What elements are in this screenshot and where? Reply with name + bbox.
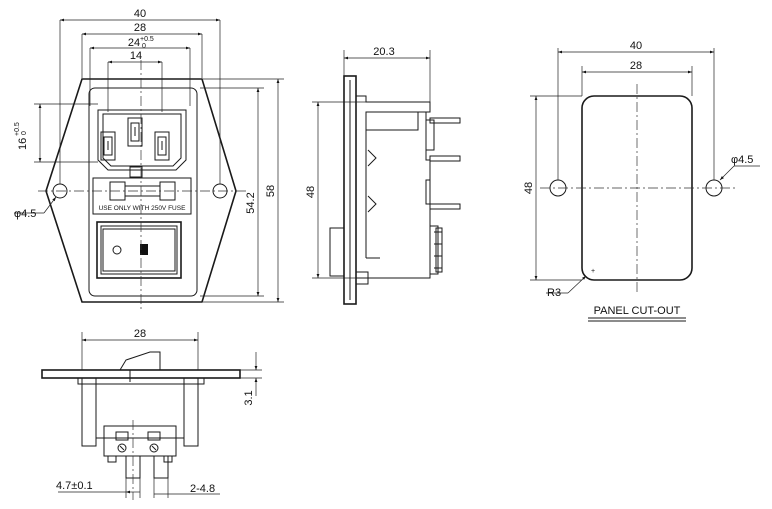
side-body <box>356 95 431 279</box>
terminal-tab-2 <box>153 455 169 479</box>
dim-overall-width: 40 <box>134 8 146 20</box>
dim-hole-dia: φ4.5 <box>14 208 36 220</box>
terminal-screw-left <box>117 443 127 453</box>
bottom-flange <box>41 369 241 379</box>
dim-depth: 20.3 <box>373 46 394 58</box>
dim-cutout-height: 48 <box>523 182 535 194</box>
cutout-center-mark: + <box>591 268 595 275</box>
dim-side-height: 48 <box>305 186 317 198</box>
bottom-body <box>81 378 199 447</box>
inlet-pin-left <box>100 131 116 161</box>
inlet-pin-center <box>127 117 143 147</box>
rocker-switch <box>96 221 182 279</box>
side-view: 20.3 48 <box>305 46 461 305</box>
dim-inlet-height-tol-lower: 0 <box>21 131 28 135</box>
panel-cutout-view: + 40 28 48 φ4.5 R3 PANEL CUT-OUT <box>523 40 760 322</box>
dim-bottom-width: 28 <box>134 328 146 340</box>
iec-inlet-outline <box>97 109 187 171</box>
dim-corner-radius: R3 <box>547 287 561 299</box>
dim-flange-thickness: 3.1 <box>243 390 255 405</box>
terminal-screw-right <box>149 443 159 453</box>
dim-cutout-hole-dia: φ4.5 <box>731 154 753 166</box>
dim-inlet-width: 24 <box>128 37 140 49</box>
fuse-label: USE ONLY WITH 250V FUSE <box>99 205 186 212</box>
inlet-pin-right <box>154 131 170 161</box>
dim-pin-spacing: 14 <box>130 50 142 62</box>
dim-overall-height: 58 <box>265 185 277 197</box>
dim-inlet-tol-upper: +0.5 <box>140 36 154 43</box>
dim-inlet-height: 16 <box>17 138 29 150</box>
fuse-holder <box>92 177 192 215</box>
dim-cutout-hole-pitch: 40 <box>630 40 642 52</box>
dim-cutout-width: 28 <box>630 60 642 72</box>
side-rocker <box>329 227 345 277</box>
dim-flange-width: 28 <box>134 22 146 34</box>
bottom-view: 28 3.1 4.7±0.1 2-4.8 <box>41 328 262 500</box>
side-terminal-3 <box>429 203 461 210</box>
side-flange <box>343 75 357 305</box>
dim-inlet-height-tol-upper: +0.5 <box>14 122 21 136</box>
switch-off-symbol <box>112 245 122 255</box>
side-terminal-2 <box>429 155 461 162</box>
switch-on-symbol <box>140 244 148 255</box>
terminal-block <box>103 425 177 457</box>
body-outline <box>88 87 198 297</box>
dim-body-height: 54.2 <box>245 192 257 213</box>
dim-inlet-tol-lower: 0 <box>142 43 146 50</box>
dim-terminal-width: 2-4.8 <box>190 483 215 495</box>
bottom-rocker <box>119 351 161 371</box>
front-view: USE ONLY WITH 250V FUSE 40 28 24 +0.5 0 … <box>14 8 284 310</box>
dim-terminal-pitch: 4.7±0.1 <box>56 480 93 492</box>
panel-cutout-title: PANEL CUT-OUT <box>594 305 681 317</box>
